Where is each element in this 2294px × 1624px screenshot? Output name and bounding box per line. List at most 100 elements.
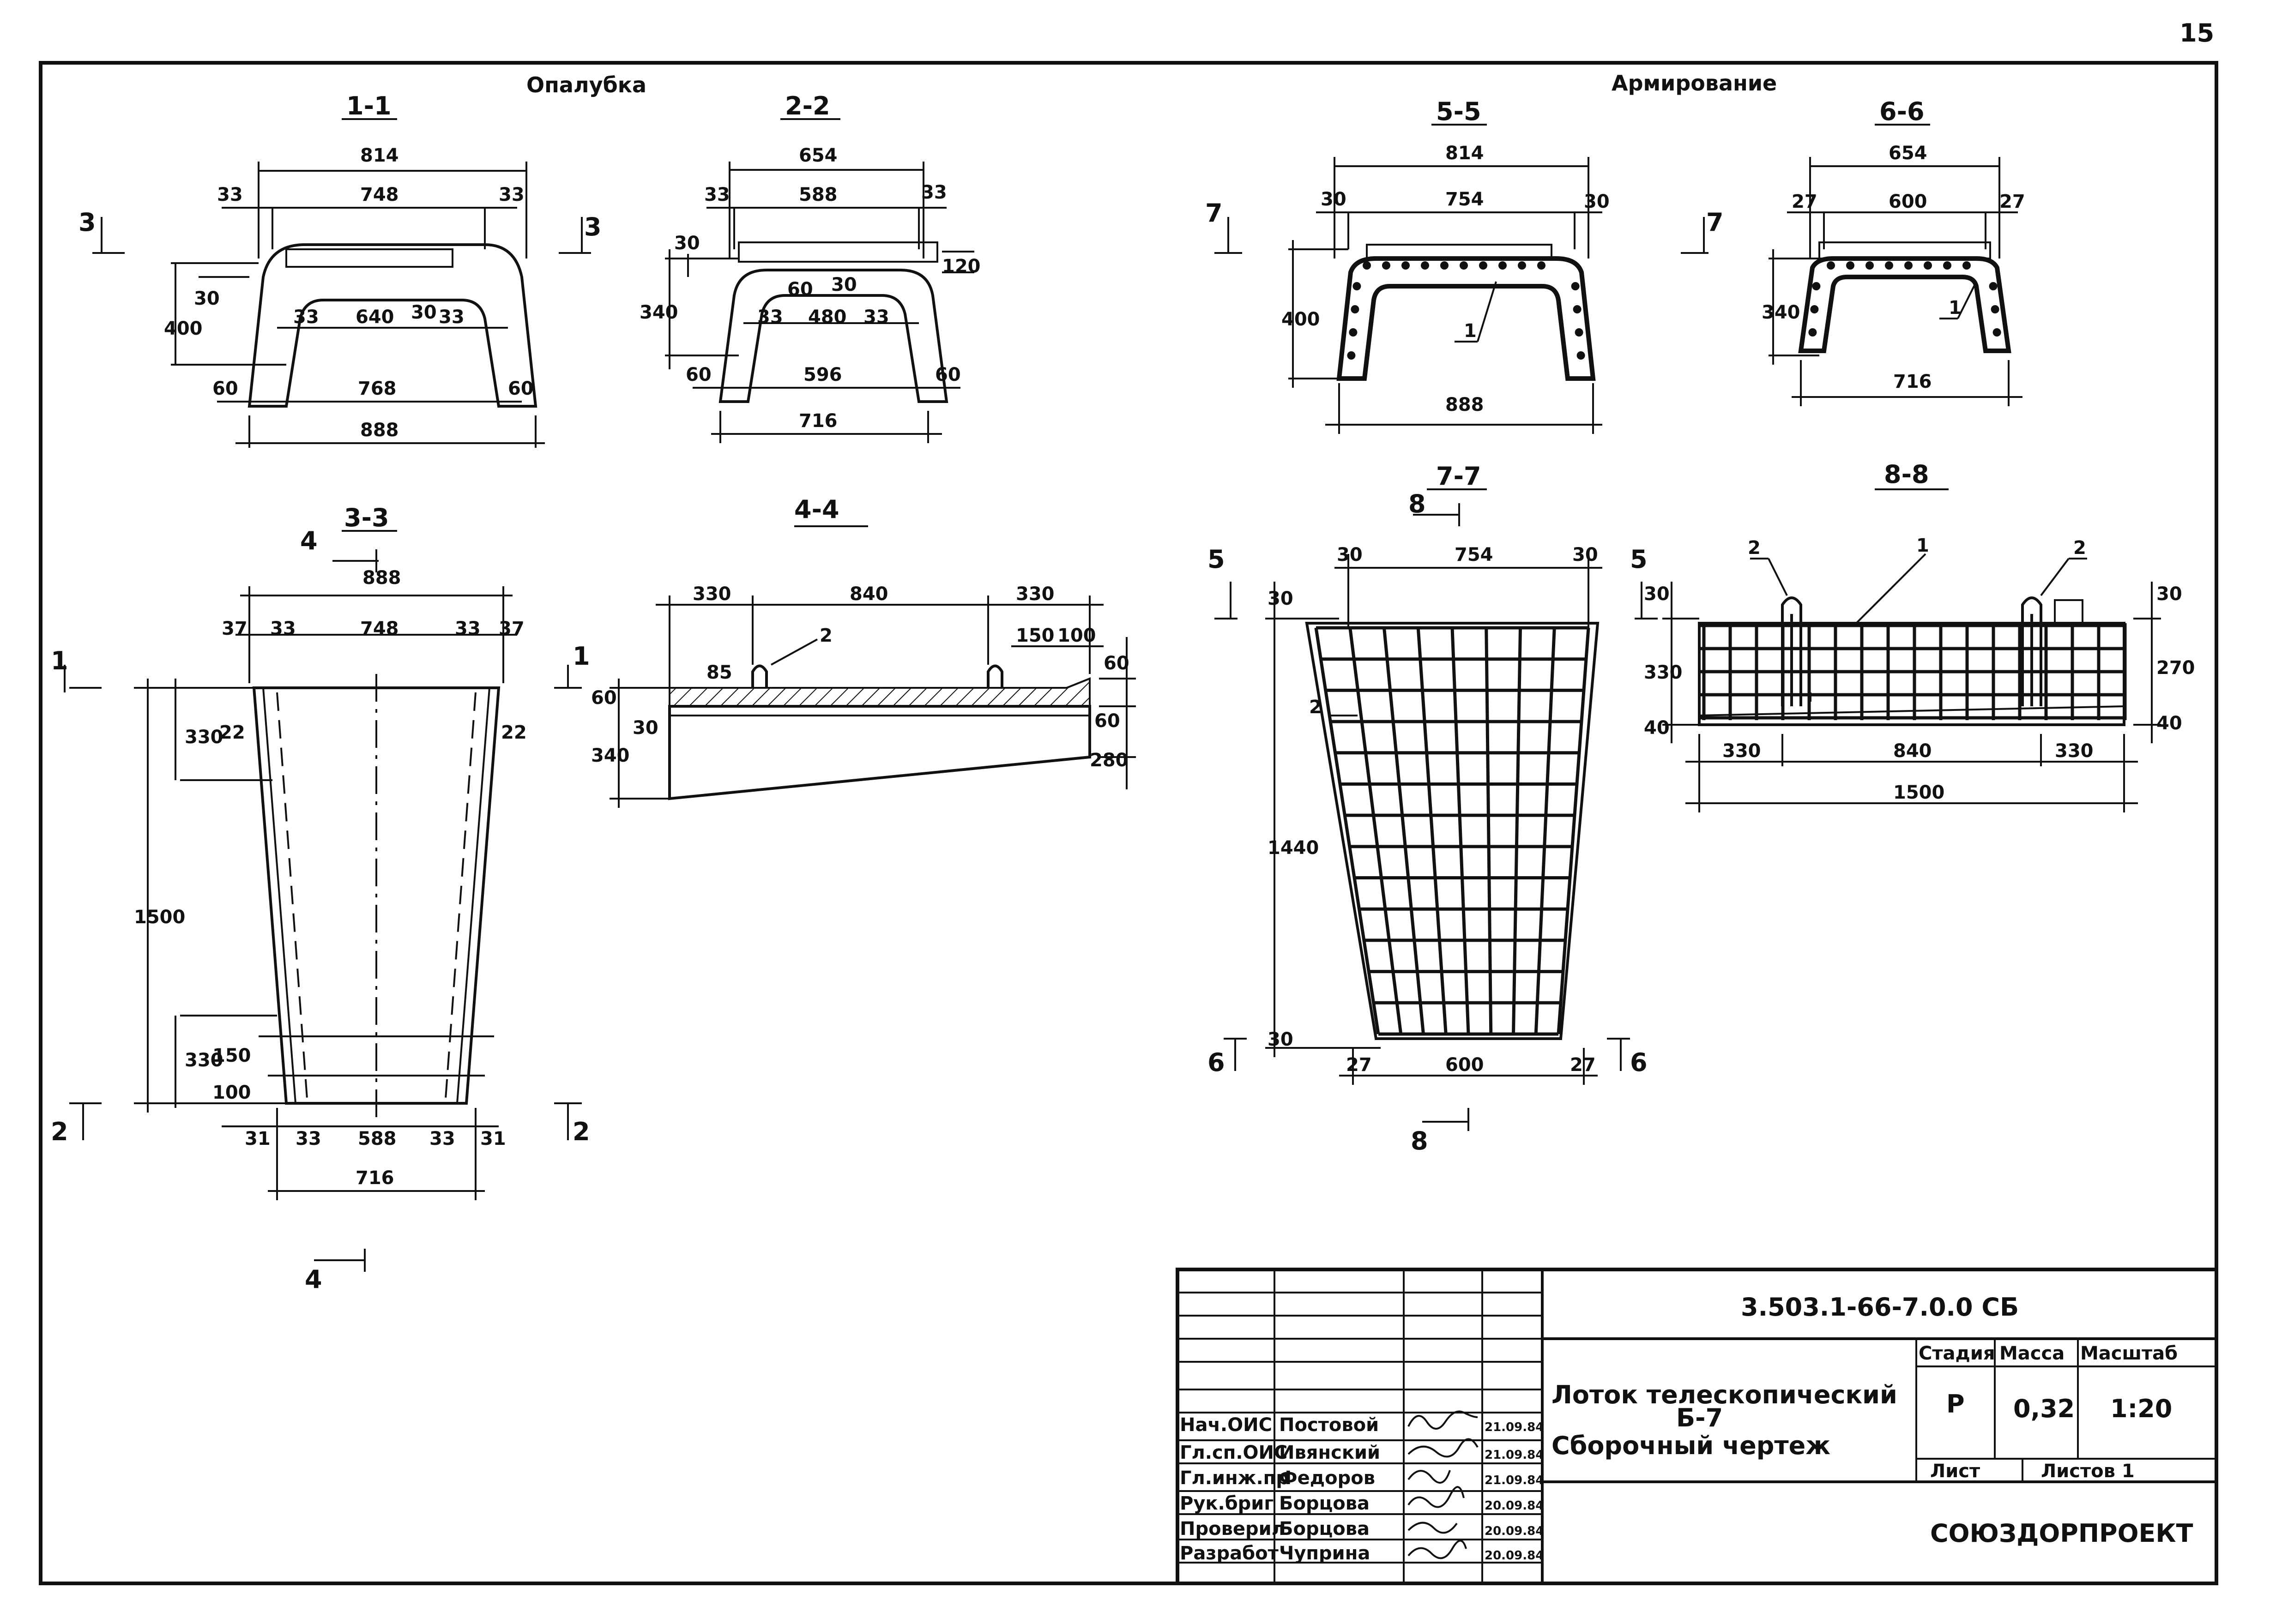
col-mass: Масса	[1999, 1343, 2065, 1364]
dim: 754	[1455, 544, 1493, 565]
dim: 30	[411, 302, 437, 323]
dim: 340	[640, 302, 678, 323]
dim: 60	[1104, 653, 1129, 674]
signer-role: Гл.сп.ОИС	[1180, 1442, 1287, 1463]
dim: 60	[686, 364, 712, 385]
rebar-line	[1557, 627, 1590, 1035]
rebar-line	[1450, 627, 1470, 1035]
rebar-dot	[1349, 328, 1358, 337]
cut-mark: 8	[1408, 489, 1426, 518]
dim: 27	[1999, 191, 2025, 212]
rebar-dot	[1401, 261, 1410, 270]
dim: 100	[212, 1082, 251, 1103]
dim: 748	[360, 618, 399, 639]
section-8-8-mesh	[1699, 623, 2127, 720]
rebar-dot	[1382, 261, 1390, 270]
signer-name: Федоров	[1279, 1468, 1375, 1489]
callout-2: 2	[2073, 537, 2086, 559]
dim: 22	[219, 722, 245, 743]
stage-value: Р	[1946, 1389, 1965, 1419]
dim: 30	[1644, 583, 1670, 605]
dim: 30	[1584, 191, 1610, 212]
dim: 150	[1016, 625, 1055, 646]
rebar-dots	[1347, 261, 2001, 360]
cut-mark: 4	[300, 526, 318, 555]
dim: 33	[270, 618, 296, 639]
dim: 640	[356, 307, 394, 328]
rebar-dot	[1962, 261, 1971, 270]
dim: 30	[1268, 1029, 1293, 1050]
dim: 30	[674, 233, 700, 254]
rebar-dot	[1518, 261, 1526, 270]
rebar-line	[1534, 627, 1556, 1035]
dim: 33	[439, 307, 465, 328]
dim: 888	[362, 567, 401, 589]
signer-date: 20.09.84	[1485, 1549, 1544, 1563]
signer-date: 21.09.84	[1485, 1420, 1544, 1434]
dim: 37	[499, 618, 525, 639]
cut-mark: 1	[573, 642, 590, 671]
dim: 654	[799, 145, 838, 166]
dim: 400	[1281, 309, 1320, 330]
title-block-lines	[1176, 1268, 2218, 1585]
section-8-8-drawing	[1662, 488, 2161, 812]
title-line-3: Сборочный чертеж	[1551, 1431, 1830, 1460]
dim: 30	[1572, 544, 1598, 565]
dim: 33	[757, 307, 783, 328]
rebar-dot	[1808, 328, 1817, 337]
dim: 270	[2156, 657, 2195, 679]
callout-1: 1	[1464, 320, 1477, 342]
callout-1: 1	[1949, 297, 1962, 319]
rebar-line	[1485, 627, 1493, 1035]
heading-reinforcement: Армирование	[1612, 71, 1777, 96]
dim: 330	[693, 583, 731, 605]
rebar-dot	[1904, 261, 1913, 270]
rebar-dot	[1991, 305, 1999, 313]
dim: 1500	[134, 907, 185, 928]
dim: 33	[499, 184, 525, 205]
dim: 31	[480, 1128, 506, 1149]
rebar-dot	[1421, 261, 1429, 270]
rebar-dot	[1812, 282, 1821, 290]
signatures	[1407, 1410, 1479, 1559]
signer-date: 21.09.84	[1485, 1474, 1544, 1487]
rebar-dot	[1865, 261, 1874, 270]
rebar-dot	[1575, 328, 1583, 337]
dim: 840	[1893, 740, 1932, 762]
rebar-dot	[1440, 261, 1449, 270]
rebar-dot	[1989, 282, 1998, 290]
col-scale: Масштаб	[2080, 1343, 2178, 1364]
title-line-2: Б-7	[1676, 1403, 1723, 1432]
cut-mark: 3	[584, 212, 602, 241]
dim: 150	[212, 1045, 251, 1066]
signer-role: Рук.бриг	[1180, 1493, 1274, 1514]
cut-mark: 7	[1205, 198, 1223, 228]
signer-role: Проверил	[1180, 1518, 1285, 1540]
section-3-3-drawing	[64, 549, 582, 1272]
section-label-3-3: 3-3	[344, 503, 389, 532]
section-label-2-2: 2-2	[785, 91, 830, 120]
dim: 480	[808, 307, 847, 328]
dim: 30	[1337, 544, 1363, 565]
dim: 100	[1057, 625, 1096, 646]
dim: 30	[831, 274, 857, 295]
sheets-label: Листов 1	[2041, 1461, 2135, 1482]
dim: 814	[1445, 143, 1484, 164]
rebar-dot	[1537, 261, 1545, 270]
rebar-dot	[1943, 261, 1951, 270]
signer-role: Нач.ОИС	[1180, 1414, 1272, 1436]
rebar-dot	[1846, 261, 1854, 270]
dim: 60	[787, 279, 813, 300]
signer-role: Разработ	[1180, 1543, 1279, 1564]
signer-date: 20.09.84	[1485, 1499, 1544, 1513]
dim: 400	[164, 318, 203, 339]
dim: 30	[2156, 583, 2182, 605]
dim: 33	[863, 307, 889, 328]
section-label-8-8: 8-8	[1884, 460, 1929, 489]
section-5-5-drawing	[1288, 157, 1602, 434]
dim: 748	[360, 184, 399, 205]
dim: 33	[921, 182, 947, 203]
rebar-dot	[1827, 261, 1835, 270]
dim: 600	[1889, 191, 1927, 212]
section-label-1-1: 1-1	[346, 91, 392, 120]
